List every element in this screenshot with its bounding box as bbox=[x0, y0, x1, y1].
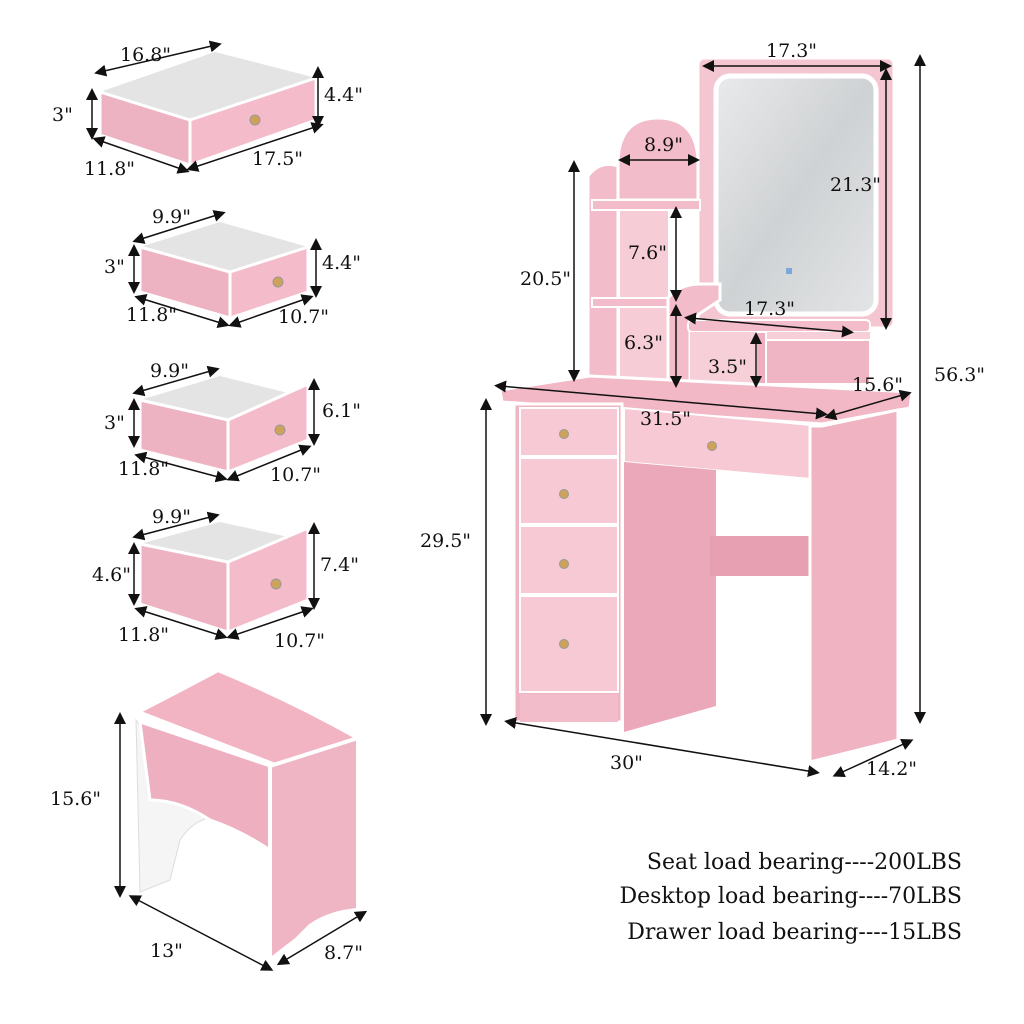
drawer-1-depth-label: 11.8" bbox=[84, 158, 136, 180]
small-shelf-height-label: 3.5" bbox=[708, 356, 747, 378]
mirror-height-label: 21.3" bbox=[830, 174, 882, 196]
drawer-4-knob-icon bbox=[270, 578, 282, 590]
stool-width-label: 13" bbox=[150, 940, 183, 962]
drawer-1-front-height-label: 4.4" bbox=[324, 84, 363, 106]
drawer-2-depth-label: 11.8" bbox=[126, 304, 178, 326]
drawer-1-knob-icon bbox=[249, 114, 261, 126]
cabinet-knob-1-icon bbox=[559, 429, 569, 439]
mirror-width-label: 17.3" bbox=[766, 40, 818, 62]
drawer-4-front-length-label: 10.7" bbox=[274, 630, 326, 652]
seat-load-text: Seat load bearing----200LBS bbox=[646, 850, 962, 875]
cabinet-knob-3-icon bbox=[559, 559, 569, 569]
drawer-3-front-length-label: 10.7" bbox=[270, 464, 322, 486]
arch-width-label: 8.9" bbox=[644, 134, 683, 156]
drawer-1-front-length-label: 17.5" bbox=[252, 148, 304, 170]
base-depth-label: 14.2" bbox=[866, 758, 918, 780]
mirror-touch-icon bbox=[786, 268, 792, 274]
base-width-label: 30" bbox=[610, 752, 643, 774]
shelf-height-label: 20.5" bbox=[520, 268, 572, 290]
drawer-3-side-height-label: 3" bbox=[104, 412, 125, 434]
cabinet-knob-2-icon bbox=[559, 489, 569, 499]
drawer-2-front-length-label: 10.7" bbox=[278, 306, 330, 328]
drawer-load-text: Drawer load bearing----15LBS bbox=[627, 920, 962, 945]
drawer-3-width-label: 9.9" bbox=[150, 360, 189, 382]
drawer-1-width-label: 16.8" bbox=[120, 44, 172, 66]
drawer-1 bbox=[86, 40, 324, 174]
stool-depth-label: 8.7" bbox=[324, 942, 363, 964]
stool-height-label: 15.6" bbox=[50, 788, 102, 810]
cabinet-knob-4-icon bbox=[559, 639, 569, 649]
shelf-gap-upper-label: 7.6" bbox=[628, 242, 667, 264]
drawer-4 bbox=[128, 511, 320, 640]
shelf-lower bbox=[591, 297, 675, 308]
drawer-4-depth-label: 11.8" bbox=[118, 624, 170, 646]
drawer-2-width-label: 9.9" bbox=[152, 206, 191, 228]
drawer-3 bbox=[128, 365, 320, 483]
desk-height-label: 29.5" bbox=[420, 530, 472, 552]
vanity bbox=[480, 54, 926, 777]
drawer-3-knob-icon bbox=[274, 424, 286, 436]
stool bbox=[114, 667, 368, 971]
drawer-1-side-height-label: 3" bbox=[52, 104, 73, 126]
desktop-load-text: Desktop load bearing----70LBS bbox=[619, 884, 962, 909]
drawer-4-side-height-label: 4.6" bbox=[92, 564, 131, 586]
drawer-2-knob-icon bbox=[272, 276, 284, 288]
drawer-2-side-height-label: 3" bbox=[104, 256, 125, 278]
shelf-upper bbox=[591, 199, 701, 211]
arch-top bbox=[616, 116, 700, 202]
shelf-gap-lower-label: 6.3" bbox=[624, 332, 663, 354]
drawer-4-front-height-label: 7.4" bbox=[320, 554, 359, 576]
drawer-3-front-height-label: 6.1" bbox=[322, 400, 361, 422]
drawer-2 bbox=[128, 210, 322, 328]
right-leg bbox=[808, 408, 900, 764]
top-depth-label: 15.6" bbox=[852, 374, 904, 396]
total-height-label: 56.3" bbox=[934, 364, 986, 386]
top-width-label: 31.5" bbox=[640, 408, 692, 430]
drawer-3-depth-label: 11.8" bbox=[118, 458, 170, 480]
small-shelf-width-label: 17.3" bbox=[744, 298, 796, 320]
drawer-4-width-label: 9.9" bbox=[152, 506, 191, 528]
center-drawer-knob-icon bbox=[707, 441, 717, 451]
drawer-2-front-height-label: 4.4" bbox=[322, 252, 361, 274]
